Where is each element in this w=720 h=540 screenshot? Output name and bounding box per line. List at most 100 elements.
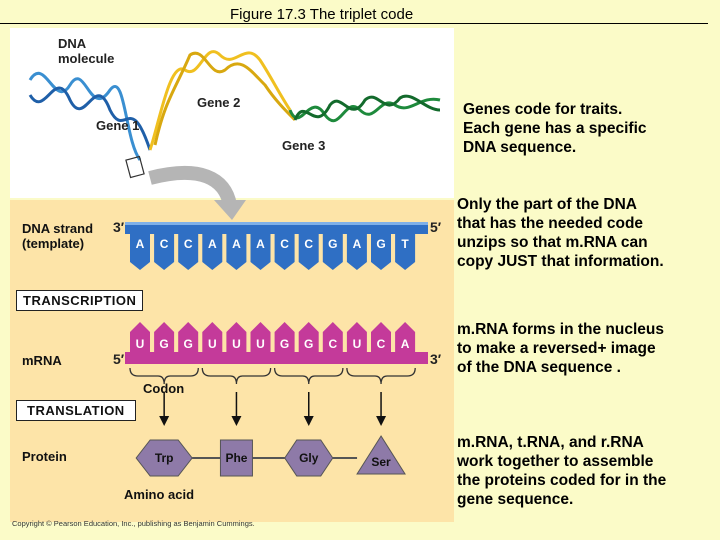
side-note-genes-line: DNA sequence.: [463, 139, 577, 156]
mrna-base-tab: [250, 322, 271, 352]
side-note-rna-types: m.RNA, t.RNA, and r.RNA work together to…: [457, 433, 666, 509]
dna-base-letter: G: [328, 237, 337, 251]
title-underline: [0, 23, 708, 24]
dna-base-tab: [371, 234, 391, 270]
dna-base-tab: [250, 234, 271, 270]
amino-acid-shape: [219, 439, 253, 477]
dna-strand-label-line2: (template): [22, 236, 85, 251]
side-note-unzip-line: that has the needed code: [457, 215, 644, 232]
mrna-base-tab: [202, 322, 223, 352]
gene2-helix-strand-a: [148, 50, 292, 151]
dna-base-letter: A: [232, 237, 241, 251]
mrna-base-tab: [226, 322, 247, 352]
side-note-rna-types-line: m.RNA, t.RNA, and r.RNA: [457, 434, 644, 451]
codon-bracket: [346, 367, 416, 385]
mrna-base-tab: [298, 322, 319, 352]
gene1-helix-strand-b: [28, 86, 152, 151]
mrna-base-tab: [322, 322, 343, 352]
side-note-rna-types-line: the proteins coded for in the: [457, 472, 667, 489]
mrna-five-prime-label: 5′: [113, 351, 125, 367]
zoom-arrow-head: [214, 200, 246, 220]
side-note-genes-line: Genes code for traits.: [463, 101, 623, 118]
mrna-base-tab: [274, 322, 295, 352]
dna-base-tab: [322, 234, 343, 270]
mrna-base-letter: U: [256, 337, 265, 351]
protein-label: Protein: [22, 449, 67, 464]
dna-base-letter: C: [160, 237, 169, 251]
mrna-base-letter: G: [280, 337, 289, 351]
amino-acid-name: Gly: [299, 451, 319, 465]
gene3-label: Gene 3: [282, 138, 326, 153]
amino-acid-label: Amino acid: [124, 487, 195, 502]
mrna-base-letter: U: [208, 337, 217, 351]
translation-label: TRANSLATION: [16, 400, 136, 421]
translation-arrow-head: [159, 416, 170, 426]
dna-base-tab: [395, 234, 416, 270]
mrna-base-letter: C: [377, 337, 386, 351]
dna-five-prime-label: 5′: [430, 219, 442, 235]
figure-title: Figure 17.3 The triplet code: [230, 6, 414, 23]
dna-base-tab: [178, 234, 199, 270]
dna-molecule-label-line1: DNA: [58, 36, 87, 51]
side-note-genes-line: Each gene has a specific: [463, 120, 647, 137]
mrna-base-letter: A: [401, 337, 410, 351]
zoom-region-box: [125, 155, 145, 179]
dna-base-tab: [298, 234, 319, 270]
dna-base-letter: A: [353, 237, 362, 251]
gene3-helix-strand-b: [293, 94, 441, 121]
mrna-base-letter: G: [304, 337, 313, 351]
dna-base-tab: [274, 234, 295, 270]
amino-acid-shape: [356, 435, 406, 475]
gene1-label: Gene 1: [96, 118, 140, 133]
translation-arrow-head: [376, 416, 387, 426]
dna-base-letter: C: [280, 237, 289, 251]
dna-base-letter: C: [304, 237, 313, 251]
dna-backbone-highlight: [125, 222, 428, 225]
dna-molecule-label-line2: molecule: [58, 51, 115, 66]
dna-molecule-panel: [10, 28, 454, 198]
amino-acid-name: Ser: [371, 455, 391, 469]
side-note-rna-types-line: work together to assemble: [457, 453, 654, 470]
codon-bracket: [273, 367, 344, 385]
mrna-backbone: [125, 352, 428, 364]
mrna-label: mRNA: [22, 353, 62, 368]
dna-base-tab: [226, 234, 247, 270]
dna-base-tab: [130, 234, 150, 270]
side-note-genes: Genes code for traits. Each gene has a s…: [463, 100, 647, 157]
dna-base-tab: [154, 234, 175, 270]
gene1-helix-strand-a: [28, 71, 142, 161]
amino-acid-name: Trp: [155, 451, 174, 465]
dna-base-letter: T: [401, 237, 409, 251]
dna-strand-label-line1: DNA strand: [22, 221, 94, 236]
dna-base-tab: [202, 234, 223, 270]
mrna-three-prime-label: 3′: [430, 351, 442, 367]
dna-base-letter: A: [208, 237, 217, 251]
side-note-unzip-line: Only the part of the DNA: [457, 196, 637, 213]
side-note-mrna-line: m.RNA forms in the nucleus: [457, 321, 664, 338]
side-note-unzip-line: copy JUST that information.: [457, 253, 664, 270]
mrna-base-letter: G: [159, 337, 168, 351]
mrna-base-tab: [346, 322, 367, 352]
codon-label: Codon: [143, 381, 185, 396]
gene3-helix-strand-a: [288, 97, 441, 123]
transcription-label: TRANSCRIPTION: [16, 290, 144, 311]
dna-base-letter: A: [136, 237, 145, 251]
gene2-label: Gene 2: [197, 95, 241, 110]
dna-base-letter: G: [376, 237, 385, 251]
dna-base-letter: C: [184, 237, 193, 251]
mrna-base-letter: C: [328, 337, 337, 351]
side-note-mrna-line: to make a reversed+ image: [457, 340, 656, 357]
dna-base-tab: [346, 234, 367, 270]
amino-acid-name: Phe: [225, 451, 247, 465]
side-note-mrna-line: of the DNA sequence .: [457, 359, 621, 376]
copyright-text: Copyright © Pearson Education, Inc., pub…: [12, 519, 255, 528]
side-note-unzip: Only the part of the DNA that has the ne…: [457, 195, 664, 271]
mrna-base-letter: U: [232, 337, 241, 351]
gene2-helix-strand-b: [153, 51, 297, 146]
mrna-base-tab: [154, 322, 175, 352]
dna-three-prime-label: 3′: [113, 219, 125, 235]
translation-arrow-head: [231, 416, 242, 426]
codon-bracket: [129, 367, 199, 385]
mrna-base-tab: [395, 322, 416, 352]
